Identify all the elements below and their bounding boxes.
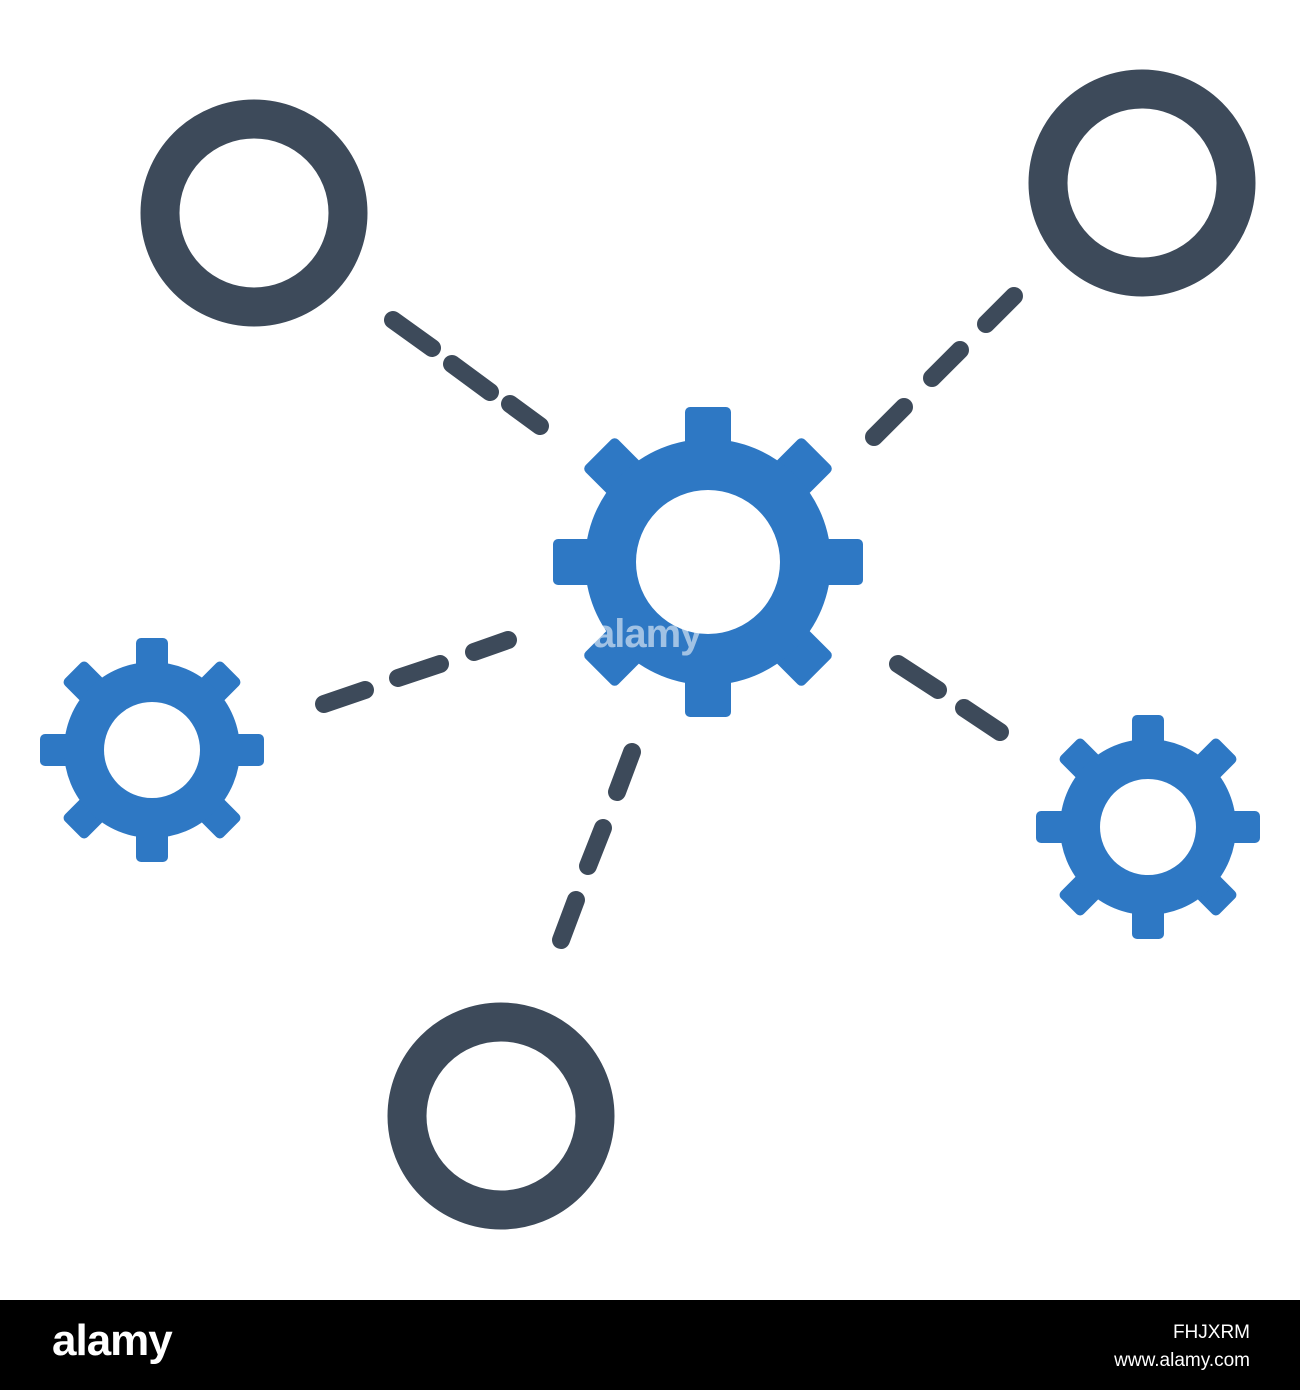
link-dash-10	[889, 655, 947, 699]
network-nodes	[40, 69, 1260, 1230]
gear-node-left-hole	[104, 702, 200, 798]
gear-node-right-hole	[1100, 779, 1196, 875]
dashed-links	[315, 287, 1023, 949]
link-dash-6	[865, 398, 913, 446]
ring-node-top-left	[140, 99, 368, 327]
gear-node-center	[553, 407, 863, 717]
ring-node-top-right	[1028, 69, 1256, 297]
link-dash-12	[608, 743, 641, 801]
link-dash-5	[923, 341, 969, 387]
icon-canvas: alamy	[40, 69, 1260, 1230]
ring-node-bottom	[387, 1002, 615, 1230]
footer-url[interactable]: www.alamy.com	[1114, 1350, 1250, 1371]
gear-node-left	[40, 638, 264, 862]
link-dash-2	[443, 355, 499, 401]
link-dash-3	[501, 395, 549, 435]
link-dash-7	[315, 681, 374, 713]
link-dash-4	[977, 287, 1023, 333]
link-dash-13	[579, 819, 612, 875]
footer-logo[interactable]: alamy	[52, 1316, 173, 1365]
link-dash-9	[465, 631, 517, 661]
image-id: FHJXRM	[1172, 1322, 1250, 1343]
link-dash-8	[389, 655, 449, 687]
gear-node-right	[1036, 715, 1260, 939]
gear-node-center-hole	[636, 490, 780, 634]
footer-bar: alamy FHJXRM www.alamy.com	[0, 1300, 1300, 1390]
link-dash-1	[384, 311, 441, 357]
link-dash-11	[955, 699, 1009, 741]
link-dash-14	[552, 891, 585, 949]
gear-network-icon	[40, 69, 1260, 1230]
